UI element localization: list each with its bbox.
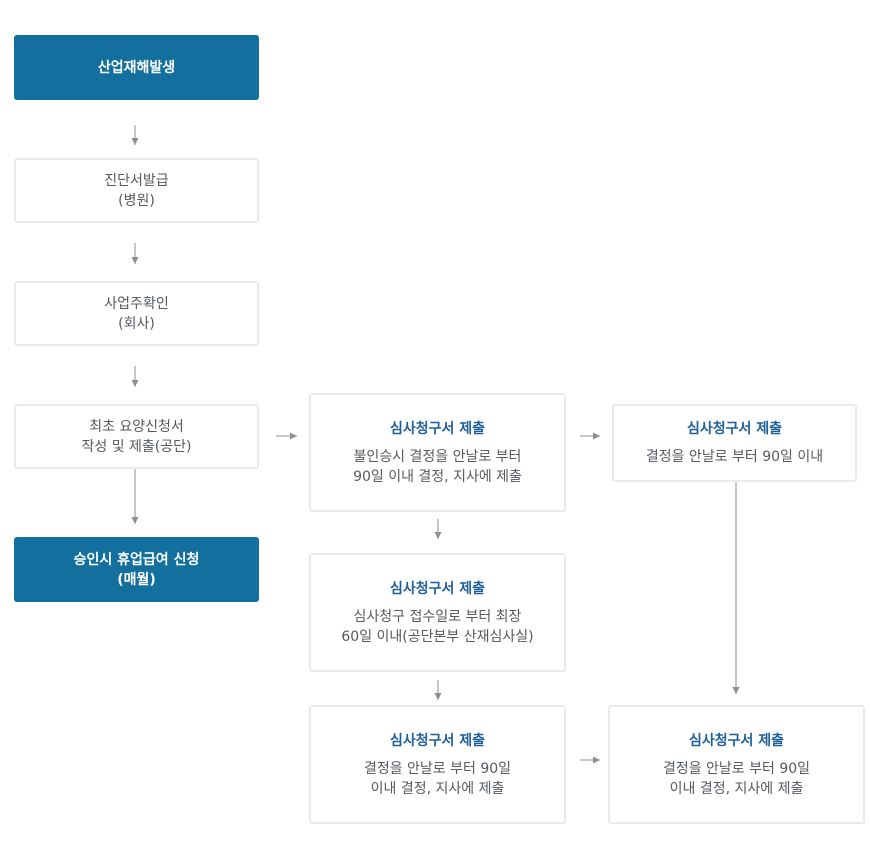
step-leave-benefit-request: 승인시 휴업급여 신청 (매월)	[14, 537, 259, 602]
step-sublabel: (회사)	[118, 315, 155, 332]
review-request-side-bottom: 심사청구서 제출 결정을 안날로 부터 90일 이내 결정, 지사에 제출	[608, 705, 865, 824]
review-title: 심사청구서 제출	[389, 580, 486, 597]
review-desc-line2: 90일 이내 결정, 지사에 제출	[353, 468, 522, 485]
review-request-side-top: 심사청구서 제출 결정을 안날로 부터 90일 이내	[612, 404, 857, 482]
review-desc-line1: 불인승시 결정을 안날로 부터	[353, 448, 522, 465]
review-desc-line1: 결정을 안날로 부터 90일	[662, 760, 811, 777]
review-request-third: 심사청구서 제출 결정을 안날로 부터 90일 이내 결정, 지사에 제출	[309, 705, 566, 824]
step-sublabel: (매월)	[117, 571, 156, 588]
review-desc-line2: 60일 이내(공단본부 산재심사실)	[341, 628, 534, 645]
review-title: 심사청구서 제출	[389, 732, 486, 749]
review-title: 심사청구서 제출	[389, 420, 486, 437]
step-label: 산업재해발생	[97, 59, 176, 76]
step-care-application: 최초 요양신청서 작성 및 제출(공단)	[14, 404, 259, 469]
review-desc-line1: 심사청구 접수일로 부터 최장	[353, 608, 522, 625]
review-request-first: 심사청구서 제출 불인승시 결정을 안날로 부터 90일 이내 결정, 지사에 …	[309, 393, 566, 512]
review-desc-line1: 결정을 안날로 부터 90일	[363, 760, 512, 777]
step-sublabel: 작성 및 제출(공단)	[81, 438, 192, 455]
step-employer-confirmation: 사업주확인 (회사)	[14, 281, 259, 346]
step-sublabel: (병원)	[118, 192, 155, 209]
review-desc-line2: 이내 결정, 지사에 제출	[370, 780, 505, 797]
step-diagnosis-issue: 진단서발급 (병원)	[14, 158, 259, 223]
review-request-second: 심사청구서 제출 심사청구 접수일로 부터 최장 60일 이내(공단본부 산재심…	[309, 553, 566, 672]
review-title: 심사청구서 제출	[686, 421, 783, 437]
review-desc-line1: 결정을 안날로 부터 90일 이내	[645, 449, 824, 465]
step-label: 승인시 휴업급여 신청	[73, 551, 200, 568]
step-label: 사업주확인	[104, 295, 169, 312]
step-label: 진단서발급	[104, 172, 169, 189]
step-accident-occurrence: 산업재해발생	[14, 35, 259, 100]
step-label: 최초 요양신청서	[89, 418, 184, 435]
review-desc-line2: 이내 결정, 지사에 제출	[669, 780, 804, 797]
review-title: 심사청구서 제출	[688, 732, 785, 749]
